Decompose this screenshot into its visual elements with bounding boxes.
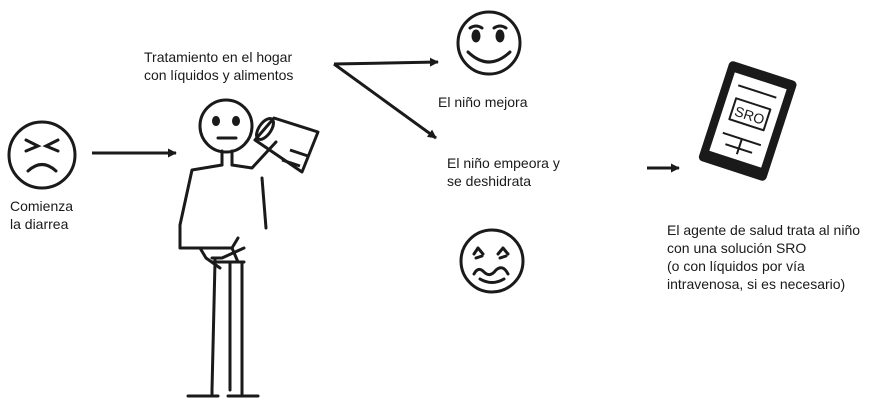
label-home-treatment-line-2: con líquidos y alimentos xyxy=(144,67,294,83)
label-worsens: El niño empeora y se deshidrata xyxy=(447,154,560,190)
label-health-worker: El agente de salud trata al niño con una… xyxy=(667,221,860,293)
label-start-line-1: Comienza xyxy=(10,198,74,214)
label-home-treatment: Tratamiento en el hogar con líquidos y a… xyxy=(144,48,293,84)
ors-packet-icon: SRO xyxy=(698,61,797,181)
label-health-worker-line-4: intravenosa, si es necesario) xyxy=(667,276,846,292)
cup-icon xyxy=(253,116,320,174)
happy-face-icon xyxy=(456,10,522,76)
dehydrated-face-icon xyxy=(459,228,525,294)
label-health-worker-line-3: (o con líquidos por vía xyxy=(667,258,805,274)
label-home-treatment-line-1: Tratamiento en el hogar xyxy=(144,49,293,65)
sick-face-icon xyxy=(7,120,77,190)
label-health-worker-line-2: con una solución SRO xyxy=(667,240,807,256)
label-start-line-2: la diarrea xyxy=(10,216,69,232)
label-start: Comienza la diarrea xyxy=(10,197,73,233)
stick-figure-drinking-icon xyxy=(178,98,278,398)
label-worsens-line-2: se deshidrata xyxy=(447,173,532,189)
label-improves-line-1: El niño mejora xyxy=(438,94,528,110)
label-health-worker-line-1: El agente de salud trata al niño xyxy=(667,222,861,238)
branch-arrows xyxy=(333,57,439,140)
label-improves: El niño mejora xyxy=(438,93,528,111)
label-worsens-line-1: El niño empeora y xyxy=(447,155,560,171)
